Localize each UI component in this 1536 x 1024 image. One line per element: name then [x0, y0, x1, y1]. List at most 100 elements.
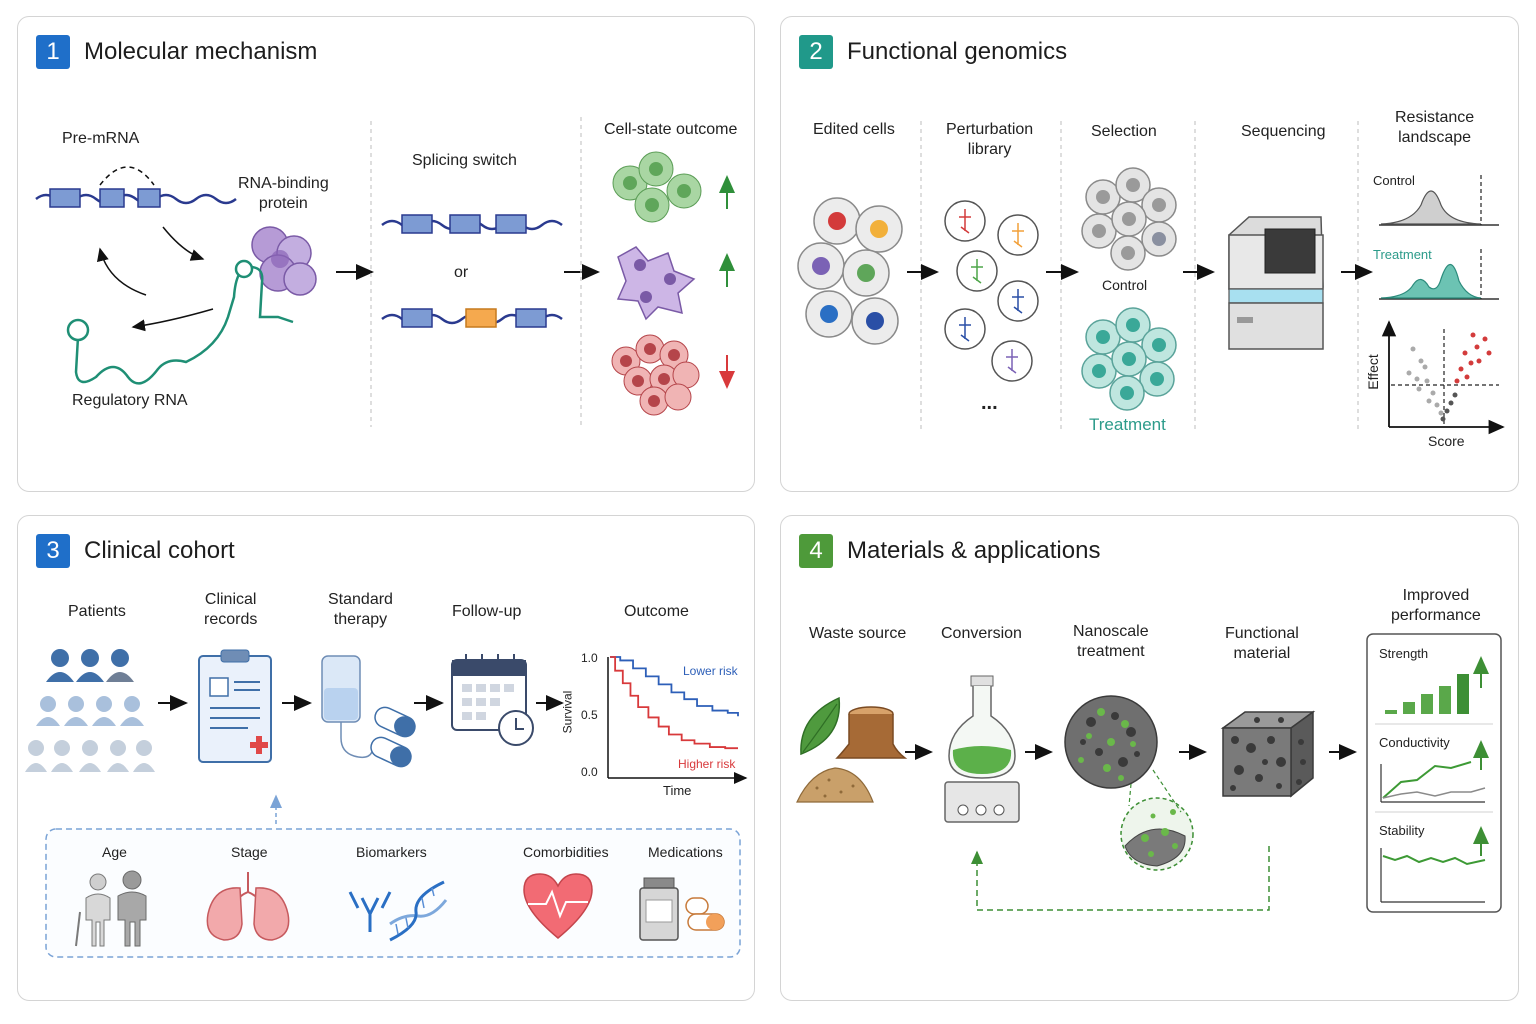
covariate-medications: Medications: [648, 844, 723, 860]
patients-icon: [25, 649, 155, 772]
arrow-to-regulatory: [131, 308, 214, 332]
label-follow-up: Follow-up: [452, 603, 522, 620]
label-edited-cells: Edited cells: [813, 121, 895, 138]
label-selection: Selection: [1091, 123, 1157, 140]
arrow-cycle: [97, 247, 147, 296]
porous-cube-icon: [1220, 710, 1316, 798]
heart-icon: [523, 873, 593, 939]
iv-bag-icon: [321, 655, 373, 759]
control-cell-cluster: [1081, 167, 1177, 271]
isoform-one: [381, 214, 563, 234]
panel4-illustration: [796, 633, 1502, 913]
panel-title: Clinical cohort: [84, 537, 235, 564]
isoform-two: [381, 308, 563, 328]
panel-header: 1 Molecular mechanism: [36, 35, 317, 69]
chart-ytick-label: 0.0: [581, 765, 598, 779]
label-clinical-records: Clinical records: [204, 591, 258, 628]
survival-curve-higher-risk: [610, 656, 738, 750]
treatment-density-plot: [1379, 249, 1499, 300]
rna-binding-protein-icon: [251, 226, 317, 296]
control-density-plot: [1379, 175, 1499, 226]
panel-title: Functional genomics: [847, 38, 1068, 65]
metric-conductivity: Conductivity: [1379, 735, 1450, 750]
clinical-records-icon: [198, 649, 272, 763]
label-functional-material: Functional material: [1225, 625, 1299, 662]
label-nanoscale-treatment: Nanoscale treatment: [1073, 623, 1149, 660]
panel3-illustration: [25, 649, 748, 958]
panel-header: 3 Clinical cohort: [36, 534, 235, 568]
rna-loop-icon: [66, 318, 90, 342]
arrow-to-protein: [162, 226, 205, 261]
label-treatment-plot: Treatment: [1373, 247, 1432, 262]
panel-materials-applications: 4 Materials & applications: [780, 515, 1519, 1001]
panel-molecular-mechanism: 1 Molecular mechanism: [17, 16, 755, 492]
chart-y-axis-label: Survival: [560, 690, 575, 734]
conductivity-line-chart: [1380, 740, 1489, 803]
flask-hotplate-icon: [944, 675, 1020, 823]
edited-cells-cluster: [797, 197, 903, 345]
label-conversion: Conversion: [941, 625, 1022, 642]
panel2-illustration: [797, 121, 1505, 435]
tree-stump-icon: [835, 706, 908, 759]
panel-title: Materials & applications: [847, 537, 1101, 564]
panel-header: 2 Functional genomics: [799, 35, 1067, 69]
panel-header: 4 Materials & applications: [799, 534, 1100, 568]
medication-bottle-icon: [639, 877, 725, 941]
sequencer-icon: [1228, 216, 1324, 350]
label-patients: Patients: [68, 603, 126, 620]
sawdust-pile-icon: [796, 767, 874, 803]
covariate-stage: Stage: [231, 844, 268, 860]
panel-number-badge: 4: [799, 534, 833, 568]
label-ellipsis: ...: [981, 392, 998, 414]
label-cell-state-outcome: Cell-state outcome: [604, 121, 738, 138]
label-resistance-landscape: Resistance landscape: [1395, 109, 1475, 146]
label-or: or: [454, 264, 469, 281]
chart-ytick-label: 1.0: [581, 651, 598, 665]
label-control-cells: Control: [1102, 277, 1148, 293]
pre-mrna-strand: [35, 166, 237, 208]
panel-number-badge: 3: [36, 534, 70, 568]
metric-stability: Stability: [1379, 823, 1425, 838]
survival-chart: [607, 656, 748, 784]
guide-rna-library: [944, 200, 1039, 382]
label-score-axis: Score: [1428, 433, 1465, 449]
label-pre-mrna: Pre-mRNA: [62, 130, 140, 147]
chart-x-axis-label: Time: [663, 783, 692, 798]
label-sequencing: Sequencing: [1241, 123, 1326, 140]
calendar-clock-icon: [451, 654, 534, 746]
metric-strength: Strength: [1379, 646, 1429, 661]
panel-number-badge: 1: [36, 35, 70, 69]
dna-icon: [389, 880, 448, 942]
chart-ytick-label: 0.5: [581, 708, 598, 722]
label-improved-performance: Improved performance: [1391, 587, 1481, 624]
label-outcome: Outcome: [624, 603, 689, 620]
nanoparticle-sphere-icon: [1064, 695, 1194, 871]
label-control-plot: Control: [1373, 173, 1415, 188]
leaf-icon: [800, 696, 841, 756]
lungs-icon: [206, 872, 290, 941]
stability-line-chart: [1380, 826, 1489, 903]
panel-title: Molecular mechanism: [84, 38, 318, 65]
label-rna-binding-protein: RNA-binding protein: [238, 175, 329, 212]
treatment-cell-cluster: [1081, 307, 1177, 411]
covariate-comorbidities: Comorbidities: [523, 844, 609, 860]
regulatory-rna-strand: [74, 265, 294, 385]
purple-cell-cluster: [616, 246, 696, 321]
recycle-loop-arrow: [971, 846, 1270, 911]
panel-functional-genomics: 2 Functional genomics: [780, 16, 1519, 492]
legend-lower-risk: Lower risk: [683, 664, 738, 678]
pill-capsule-icon: [370, 706, 416, 768]
panel1-illustration: [35, 117, 735, 427]
panel-number-badge: 2: [799, 35, 833, 69]
elderly-people-icon: [75, 870, 147, 947]
antibody-icon: [348, 891, 392, 932]
label-standard-therapy: Standard therapy: [328, 591, 393, 628]
covariate-biomarkers: Biomarkers: [356, 844, 427, 860]
label-splicing-switch: Splicing switch: [412, 152, 517, 169]
covariate-age: Age: [102, 844, 127, 860]
legend-higher-risk: Higher risk: [678, 757, 736, 771]
label-perturbation-library: Perturbation library: [946, 121, 1034, 158]
label-effect-axis: Effect: [1364, 354, 1381, 390]
label-waste-source: Waste source: [809, 625, 907, 642]
rna-loop-icon: [234, 259, 254, 279]
